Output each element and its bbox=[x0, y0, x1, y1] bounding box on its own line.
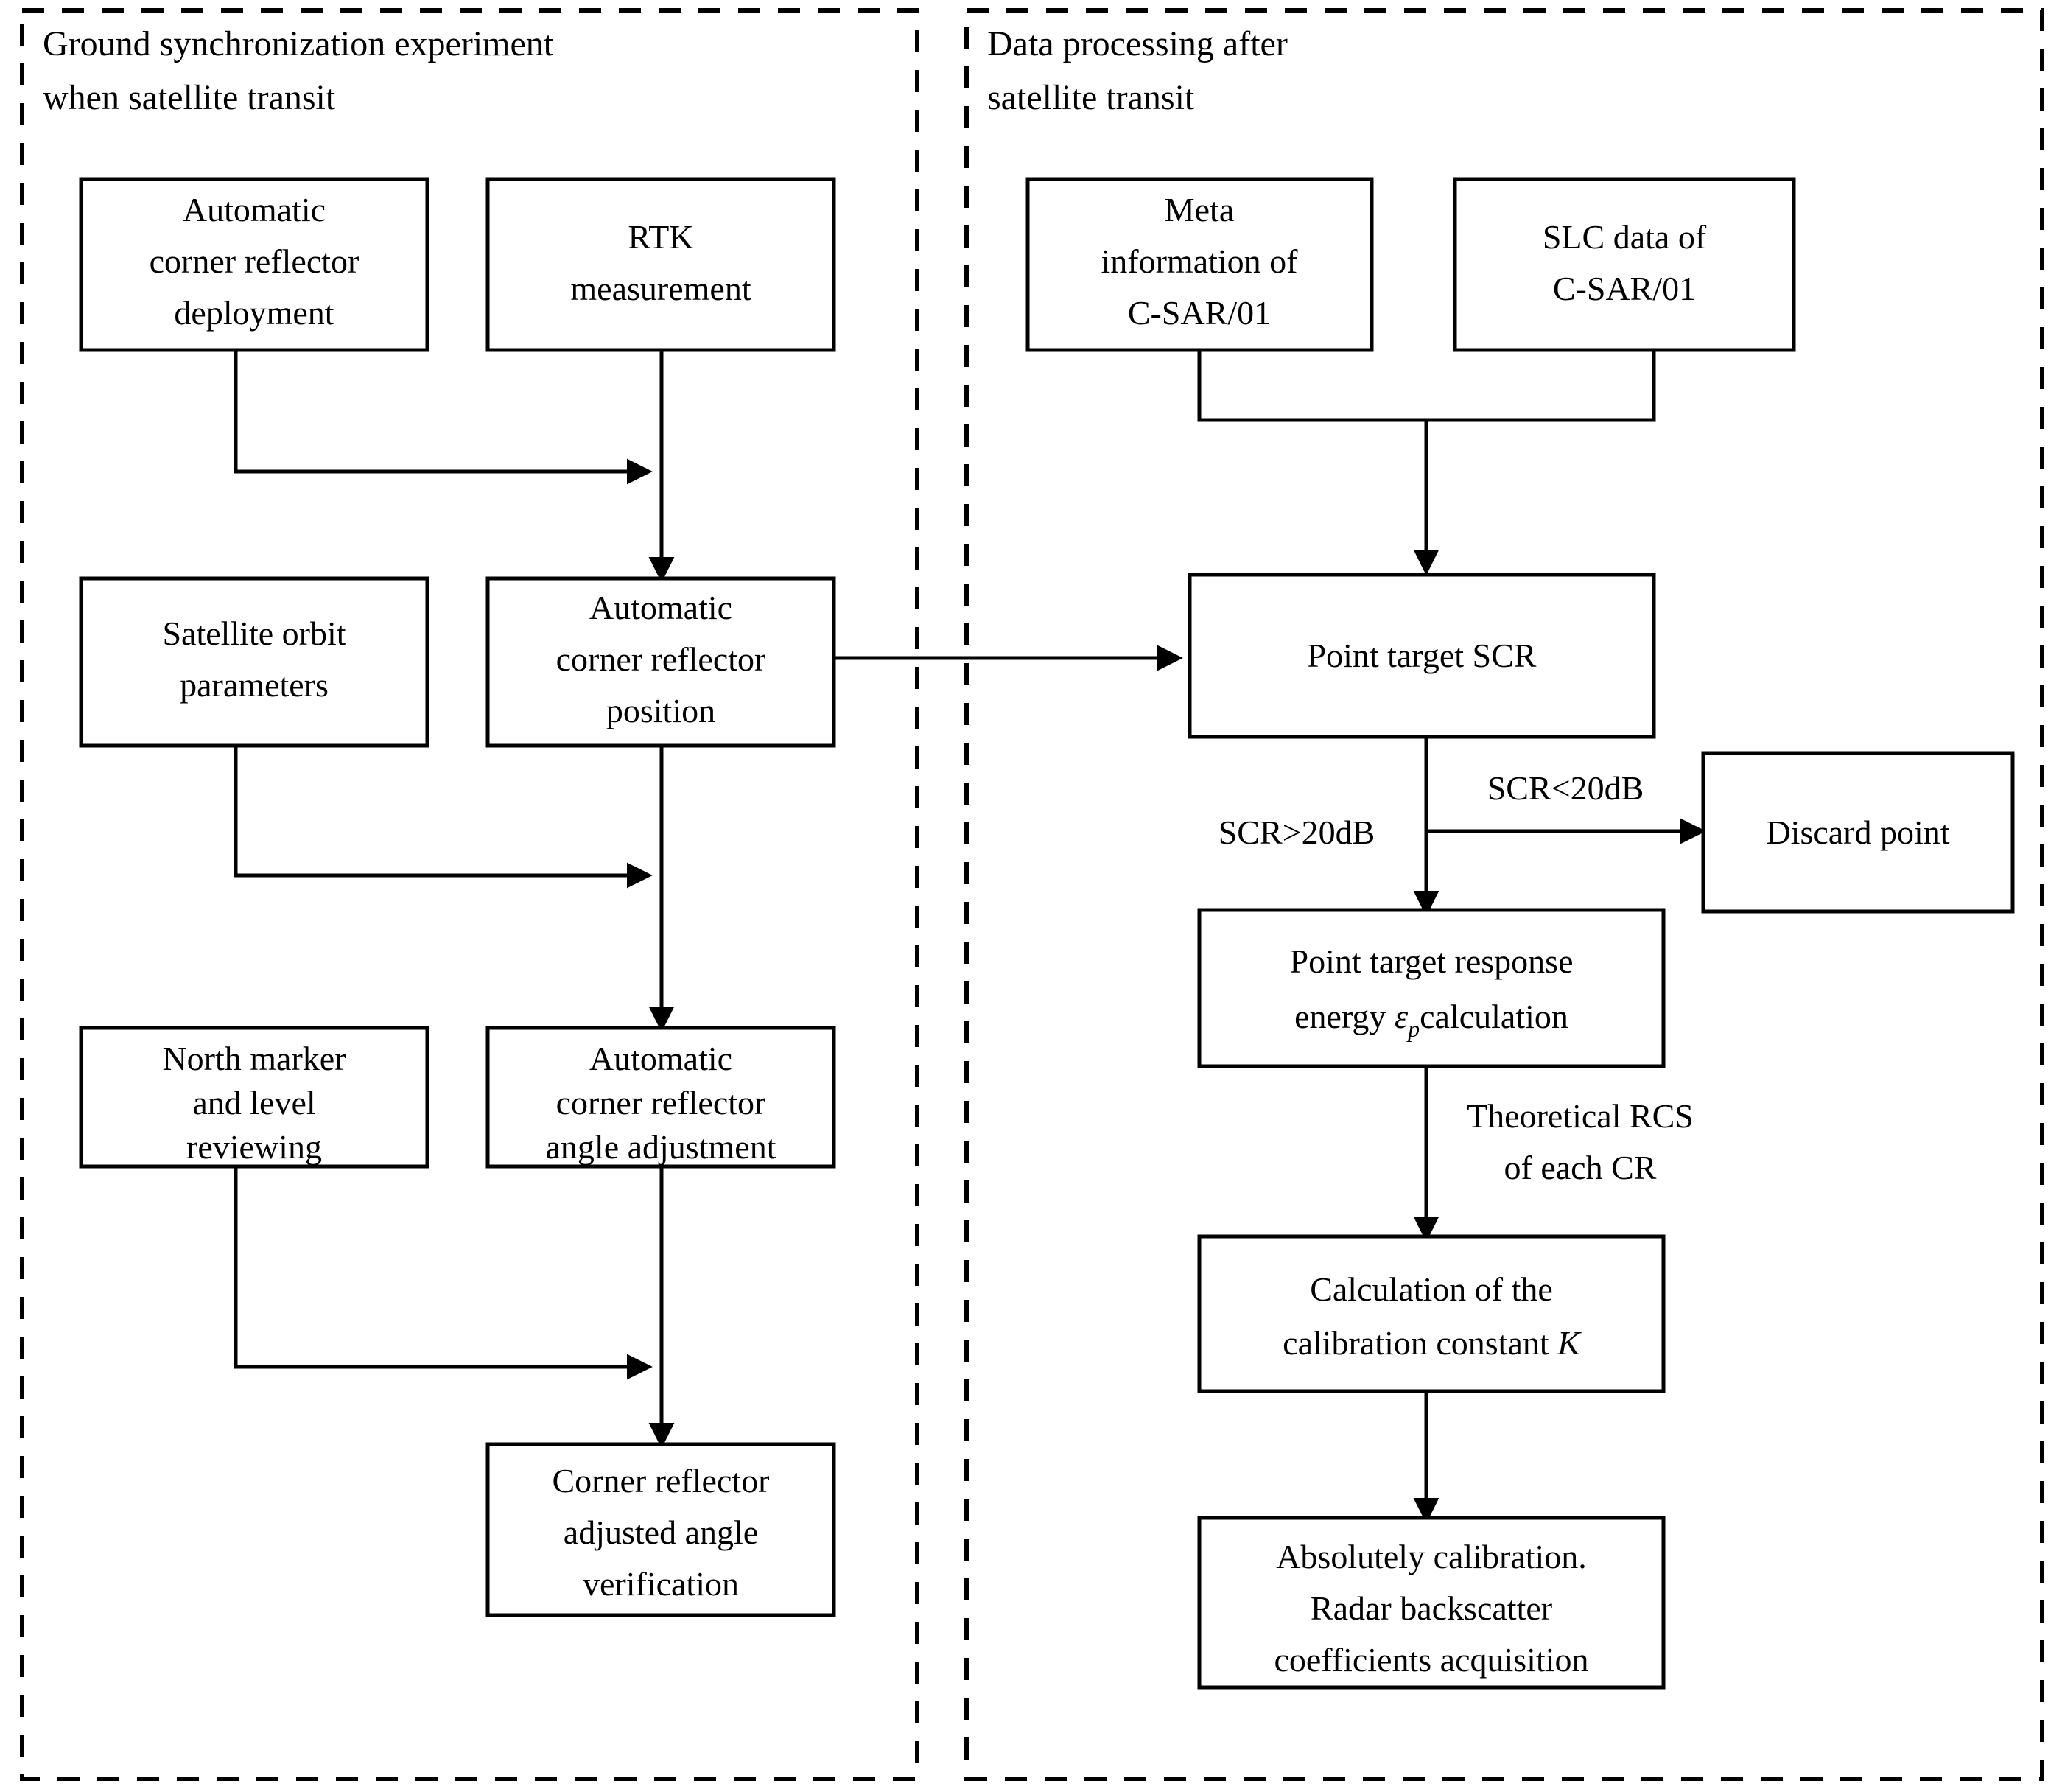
k-symbol: K bbox=[1557, 1324, 1582, 1362]
panel-left-title-line1: Ground synchronization experiment bbox=[43, 24, 554, 63]
node-line-calibration: calibration constant K bbox=[1283, 1324, 1582, 1362]
scr-greater-label: SCR>20dB bbox=[1218, 813, 1375, 851]
node-line: information of bbox=[1101, 242, 1299, 280]
node-line-energy: energy εpcalculation bbox=[1294, 998, 1568, 1042]
node-calculation-of-the-calibration-constant-k[interactable]: Calculation of the calibration constant … bbox=[1197, 1234, 1666, 1393]
edge-orbit-to-angle-adjustment bbox=[234, 746, 653, 889]
node-line: North marker bbox=[162, 1040, 346, 1077]
node-line: Automatic bbox=[183, 191, 326, 228]
edge-deployment-to-position bbox=[234, 350, 653, 485]
node-point-target-response-energy-calculation[interactable]: Point target response energy εpcalculati… bbox=[1197, 908, 1666, 1068]
theoretical-rcs-label-line2: of each CR bbox=[1504, 1149, 1657, 1186]
node-line: RTK bbox=[628, 218, 693, 256]
scr-less-label: SCR<20dB bbox=[1487, 769, 1644, 807]
node-meta-information-of-c-sar-01[interactable]: Meta information of C-SAR/01 bbox=[1025, 177, 1374, 352]
node-line: corner reflector bbox=[150, 242, 360, 280]
node-point-target-scr[interactable]: Point target SCR bbox=[1188, 573, 1656, 739]
node-line: coefficients acquisition bbox=[1274, 1641, 1588, 1679]
node-line: Satellite orbit bbox=[162, 615, 346, 652]
panel-right-border bbox=[964, 8, 2044, 1781]
node-line: SLC data of bbox=[1543, 218, 1707, 256]
node-line: measurement bbox=[570, 270, 751, 307]
node-north-marker-and-level-reviewing[interactable]: North marker and level reviewing bbox=[79, 1026, 429, 1169]
node-line: Meta bbox=[1165, 191, 1235, 228]
node-absolutely-calibration-radar-backscatter[interactable]: Absolutely calibration. Radar backscatte… bbox=[1197, 1516, 1666, 1690]
panel-right-title-line1: Data processing after bbox=[987, 24, 1288, 63]
node-corner-reflector-adjusted-angle-verification[interactable]: Corner reflector adjusted angle verifica… bbox=[485, 1442, 836, 1617]
node-line: corner reflector bbox=[556, 640, 766, 678]
panel-left-border bbox=[20, 8, 919, 1781]
node-line: angle adjustment bbox=[546, 1128, 776, 1166]
node-line: Point target response bbox=[1290, 942, 1574, 980]
node-line: verification bbox=[583, 1565, 739, 1603]
node-automatic-corner-reflector-position[interactable]: Automatic corner reflector position bbox=[485, 576, 836, 748]
node-line: C-SAR/01 bbox=[1553, 270, 1696, 307]
node-line: reviewing bbox=[186, 1128, 322, 1166]
epsilon-symbol: ε bbox=[1395, 998, 1409, 1035]
node-line: Automatic bbox=[589, 1040, 732, 1077]
panel-left-title-line2: when satellite transit bbox=[43, 78, 336, 117]
node-line: parameters bbox=[180, 666, 329, 704]
node-line: C-SAR/01 bbox=[1128, 294, 1271, 332]
node-line: Radar backscatter bbox=[1311, 1589, 1552, 1627]
node-line: Point target SCR bbox=[1308, 637, 1537, 674]
node-line: deployment bbox=[174, 294, 334, 332]
node-satellite-orbit-parameters[interactable]: Satellite orbit parameters bbox=[79, 576, 429, 748]
energy-prefix: energy bbox=[1294, 998, 1395, 1035]
node-line: Calculation of the bbox=[1310, 1270, 1553, 1308]
node-line: Corner reflector bbox=[552, 1462, 769, 1499]
calibration-prefix: calibration constant bbox=[1283, 1324, 1557, 1362]
node-automatic-corner-reflector-deployment[interactable]: Automatic corner reflector deployment bbox=[79, 177, 429, 352]
node-line: position bbox=[606, 692, 715, 729]
node-automatic-corner-reflector-angle-adjustment[interactable]: Automatic corner reflector angle adjustm… bbox=[485, 1026, 836, 1169]
node-slc-data-of-c-sar-01[interactable]: SLC data of C-SAR/01 bbox=[1453, 177, 1796, 352]
node-discard-point[interactable]: Discard point bbox=[1701, 751, 2015, 914]
edge-north-marker-to-verification bbox=[234, 1166, 653, 1380]
node-line: Automatic bbox=[589, 589, 732, 626]
node-rtk-measurement[interactable]: RTK measurement bbox=[485, 177, 836, 352]
node-line: Absolutely calibration. bbox=[1276, 1538, 1587, 1575]
epsilon-subscript: p bbox=[1406, 1015, 1420, 1042]
theoretical-rcs-label-line1: Theoretical RCS bbox=[1467, 1097, 1694, 1135]
panel-right-title-line2: satellite transit bbox=[987, 78, 1195, 117]
node-line: adjusted angle bbox=[564, 1513, 758, 1551]
node-line: corner reflector bbox=[556, 1084, 766, 1121]
energy-suffix: calculation bbox=[1420, 998, 1568, 1035]
node-line: and level bbox=[192, 1084, 315, 1121]
node-line: Discard point bbox=[1766, 813, 1949, 851]
edge-meta-slc-join bbox=[1197, 350, 1656, 422]
